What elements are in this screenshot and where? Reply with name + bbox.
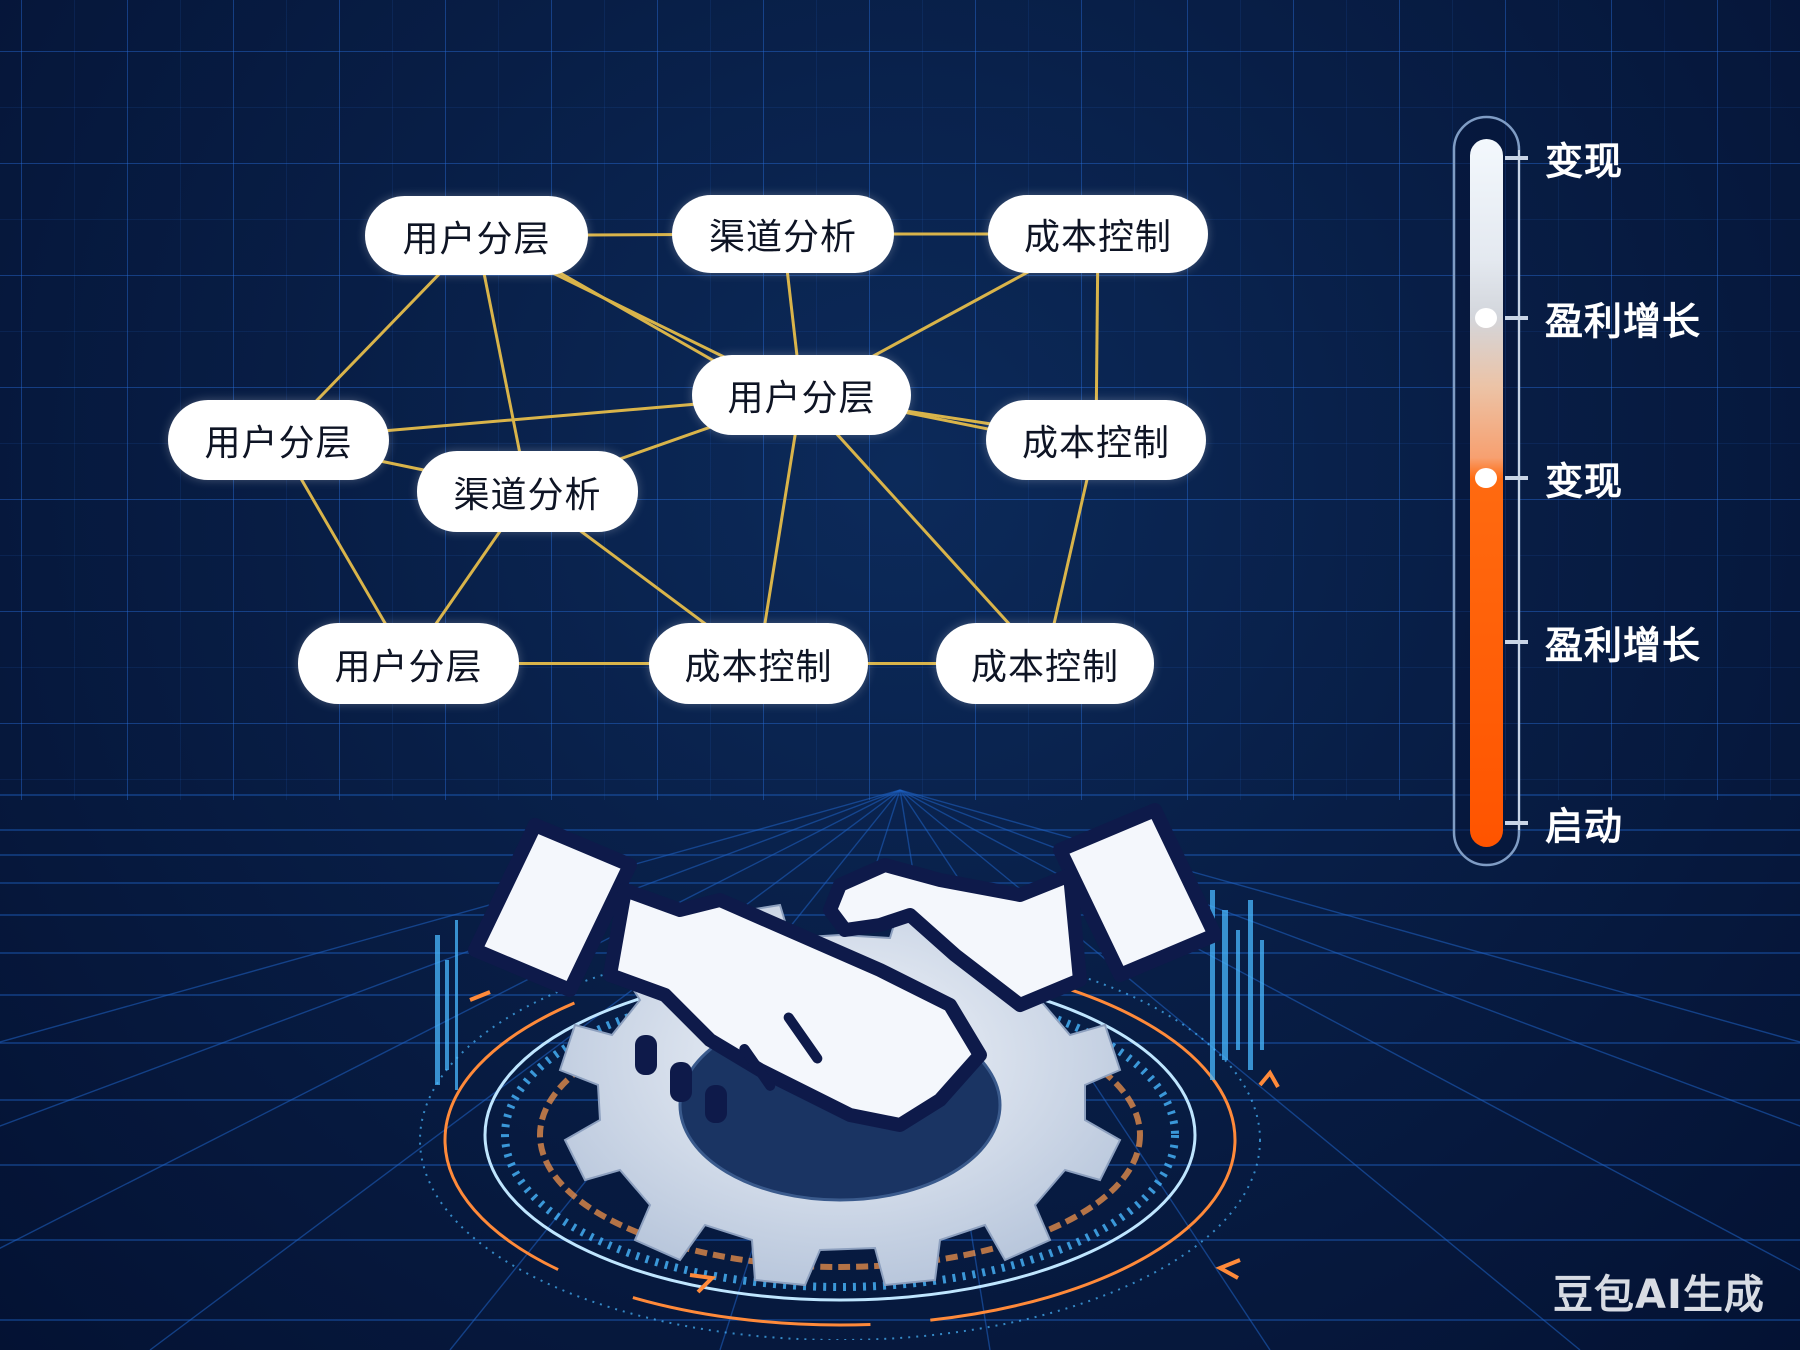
diagram-node: 用户分层 [365, 196, 588, 275]
diagram-node: 渠道分析 [417, 451, 638, 532]
diagram-node: 成本控制 [988, 195, 1208, 273]
level-marker-dot [1475, 308, 1497, 328]
diagram-node: 成本控制 [986, 400, 1206, 480]
node-label: 成本控制 [1021, 423, 1170, 464]
diagram-node: 成本控制 [649, 623, 868, 704]
level-label: 盈利增长 [1545, 299, 1702, 344]
node-label: 渠道分析 [708, 217, 857, 258]
diagram-node: 用户分层 [692, 355, 911, 435]
node-label: 成本控制 [970, 646, 1119, 688]
diagram-node: 成本控制 [936, 623, 1154, 704]
node-label: 用户分层 [402, 218, 551, 260]
node-label: 成本控制 [684, 646, 833, 688]
edge-line [757, 394, 803, 664]
node-label: 成本控制 [1023, 217, 1172, 258]
watermark-text: 豆包AI生成 [1553, 1272, 1765, 1318]
handshake-icon [468, 803, 1222, 1132]
node-label: 渠道分析 [453, 474, 602, 516]
node-label: 用户分层 [727, 378, 876, 419]
thermometer-fill [1470, 139, 1503, 847]
edge-line [800, 393, 1047, 665]
level-marker-dot [1475, 468, 1497, 488]
node-label: 用户分层 [334, 646, 483, 688]
diagram-node: 用户分层 [298, 623, 519, 704]
diagram-node: 用户分层 [168, 400, 389, 480]
handshake-gear-emblem [419, 803, 1280, 1340]
progress-thermometer [1452, 115, 1528, 867]
edge-line [475, 235, 529, 492]
level-label: 盈利增长 [1545, 623, 1702, 668]
level-label: 变现 [1545, 459, 1624, 504]
level-label: 变现 [1545, 139, 1624, 184]
rotation-arrows [469, 990, 1280, 1294]
data-columns [435, 890, 1264, 1090]
hologram-rings [419, 939, 1261, 1340]
diagram-node: 渠道分析 [672, 195, 894, 273]
node-label: 用户分层 [204, 423, 353, 464]
level-label: 启动 [1545, 804, 1624, 849]
